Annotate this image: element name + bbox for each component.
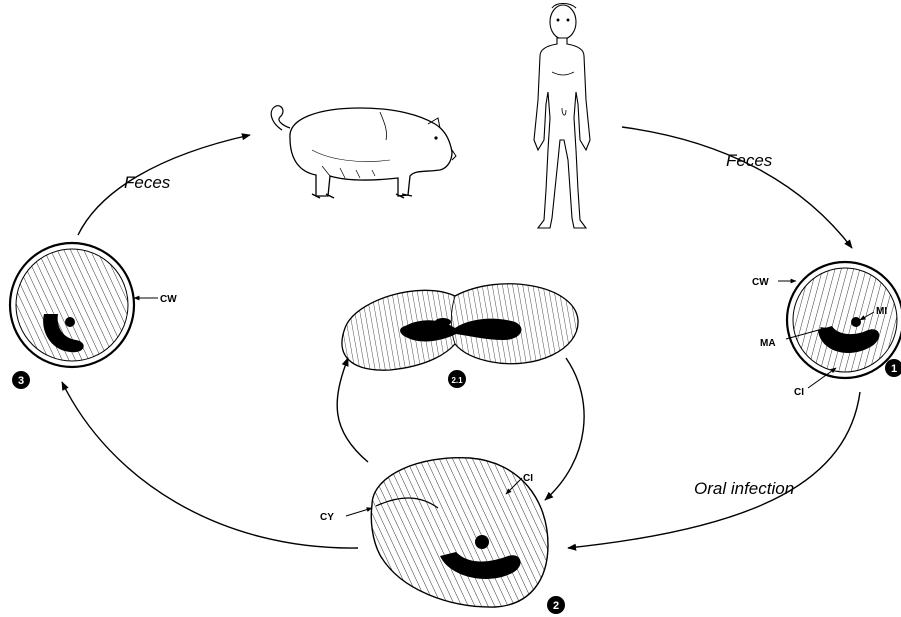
label-ma: MA bbox=[760, 338, 776, 349]
label-cw-right: CW bbox=[752, 277, 769, 288]
arrow-cy bbox=[346, 508, 372, 516]
pig-icon bbox=[271, 106, 456, 198]
svg-text:3: 3 bbox=[18, 375, 24, 387]
label-ci-bottom: CI bbox=[523, 473, 533, 484]
svg-text:2.1: 2.1 bbox=[451, 376, 463, 385]
label-cw-left: CW bbox=[160, 294, 177, 305]
label-feces-right: Feces bbox=[726, 151, 773, 170]
cyst-stage-3 bbox=[10, 243, 134, 367]
arrow-human-to-cyst1 bbox=[622, 127, 852, 248]
arrow-trophozoite-to-division bbox=[337, 358, 368, 462]
label-ci-right: CI bbox=[794, 387, 804, 398]
label-feces-left: Feces bbox=[124, 173, 171, 192]
dividing-trophozoite-stage-2-1 bbox=[342, 284, 578, 370]
stage-badge-2: 2 bbox=[547, 596, 565, 614]
label-cy: CY bbox=[320, 512, 334, 523]
stage-badge-2-1: 2.1 bbox=[448, 370, 466, 388]
label-mi: MI bbox=[876, 306, 887, 317]
arrow-cyst1-to-trophozoite bbox=[568, 392, 860, 548]
label-oral-infection: Oral infection bbox=[694, 479, 794, 498]
svg-text:1: 1 bbox=[891, 363, 897, 375]
stage-badge-1: 1 bbox=[885, 359, 901, 377]
trophozoite-stage-2 bbox=[371, 458, 548, 607]
svg-text:2: 2 bbox=[553, 600, 559, 612]
stage-badge-3: 3 bbox=[12, 371, 30, 389]
arrow-division-to-trophozoite bbox=[545, 358, 584, 500]
arrow-trophozoite-to-cyst3 bbox=[62, 382, 358, 548]
cyst-stage-1 bbox=[787, 262, 901, 378]
human-icon bbox=[534, 4, 590, 229]
